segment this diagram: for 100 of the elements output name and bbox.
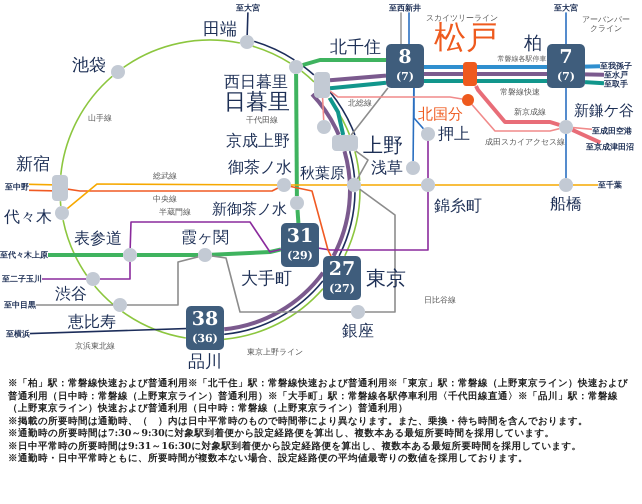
rail-line bbox=[212, 247, 282, 257]
line-name: 総武線 bbox=[153, 171, 177, 181]
line-name: 成田スカイアクセス線 bbox=[485, 137, 565, 147]
rail-line bbox=[252, 45, 290, 64]
rail-line bbox=[338, 192, 356, 256]
destination-label: 至千葉 bbox=[598, 180, 622, 190]
destination-label: 至二子玉川 bbox=[2, 274, 42, 284]
offpeak-time: (27) bbox=[328, 283, 356, 296]
rail-line bbox=[224, 280, 324, 336]
rail-line bbox=[584, 80, 604, 86]
line-name: 東京上野ライン bbox=[247, 347, 303, 357]
station-name: 北千住 bbox=[330, 38, 381, 58]
destination-label: 至大宮 bbox=[236, 4, 260, 12]
destination-label: 至大宮 bbox=[554, 4, 578, 12]
travel-time: 7 bbox=[558, 47, 574, 68]
destination-label: 至中野 bbox=[5, 182, 29, 192]
rail-line bbox=[294, 74, 299, 196]
destination-label: 至我孫子 bbox=[600, 62, 632, 70]
station-name: 新宿 bbox=[16, 155, 50, 174]
rail-line bbox=[302, 65, 314, 76]
line-name: 日比谷線 bbox=[424, 295, 456, 305]
station-name: 京成上野 bbox=[226, 132, 290, 150]
station-name: 浅草 bbox=[371, 159, 403, 177]
rail-line bbox=[224, 271, 325, 332]
line-name: 山手線 bbox=[88, 113, 112, 123]
destination-label: 至取手 bbox=[604, 80, 628, 88]
station-name: 上野 bbox=[363, 134, 403, 156]
station-name: 新御茶ノ水 bbox=[212, 200, 287, 218]
rail-line bbox=[328, 96, 346, 136]
rail-line bbox=[350, 88, 389, 136]
rail-line bbox=[36, 304, 113, 306]
station-name: 表参道 bbox=[74, 229, 122, 247]
rail-line bbox=[400, 12, 402, 44]
rail-line bbox=[408, 12, 410, 44]
note: ※「柏」駅：常磐線快速および普通利用※「北千住」駅：常磐線快速および普通利用※「東京」駅：常磐線（上野東京ライン）快速および普通利用（日中時：常磐線（上野東京ライン）普通利用）※「大手町」駅：常磐線各駅停車利用〈千代田線直通〉※「品川」駅：常磐線（上野東京ライン）快速および普通利用（日中時：常磐線（上野東京ライン）普通利用） bbox=[8, 378, 629, 416]
rail-line bbox=[424, 72, 463, 76]
rail-line bbox=[344, 188, 361, 256]
rail-line bbox=[361, 184, 421, 186]
rail-line bbox=[68, 187, 278, 192]
travel-time: 38 bbox=[190, 309, 220, 330]
rail-line bbox=[427, 141, 429, 178]
destination-label: 至中目黒 bbox=[4, 300, 36, 310]
rail-line bbox=[60, 201, 62, 206]
rail-line bbox=[565, 88, 567, 120]
station-name: 代々木 bbox=[4, 208, 52, 226]
offpeak-time: (29) bbox=[286, 250, 314, 262]
station-name: 押上 bbox=[438, 125, 470, 143]
rail-line bbox=[66, 183, 277, 210]
station-name: 大手町 bbox=[241, 270, 292, 289]
line-name: 常磐線快速 bbox=[500, 87, 540, 97]
rail-line bbox=[565, 12, 567, 44]
destination-label: 至代々木上原 bbox=[0, 250, 48, 260]
rail-line bbox=[584, 72, 604, 77]
rail-line bbox=[565, 134, 567, 178]
rail-line bbox=[412, 88, 415, 161]
rail-line bbox=[296, 210, 300, 224]
travel-time: 8 bbox=[397, 47, 413, 68]
station-name: 柏 bbox=[524, 34, 542, 54]
rail-line bbox=[246, 12, 249, 36]
rail-line bbox=[291, 184, 347, 186]
station-name: 西日暮里 bbox=[224, 73, 288, 91]
line-name: 半蔵門線 bbox=[159, 207, 191, 217]
rail-line bbox=[301, 70, 315, 82]
offpeak-time: (36) bbox=[191, 333, 219, 346]
rail-line bbox=[330, 80, 386, 90]
rail-line bbox=[330, 90, 462, 100]
rail-line bbox=[62, 220, 88, 276]
offpeak-time: (7) bbox=[556, 71, 576, 84]
rail-line bbox=[329, 91, 356, 136]
rail-line bbox=[212, 255, 351, 313]
rail-line bbox=[48, 253, 123, 257]
rail-line bbox=[424, 65, 463, 69]
line-name: スカイツリーライン bbox=[426, 13, 498, 22]
destination-label: 至京成津田沼 bbox=[586, 142, 634, 152]
rail-line bbox=[355, 150, 369, 180]
station-name: 田端 bbox=[203, 20, 237, 40]
rail-line bbox=[30, 328, 186, 334]
line-name: 京浜東北線 bbox=[75, 341, 115, 351]
rail-line bbox=[573, 184, 598, 186]
rail-line bbox=[572, 128, 602, 144]
rail-line bbox=[359, 188, 396, 313]
station-name: 北国分 bbox=[418, 106, 463, 122]
station-name: 池袋 bbox=[72, 56, 106, 76]
rail-line bbox=[424, 79, 463, 83]
rail-line bbox=[254, 40, 295, 61]
rail-line bbox=[318, 192, 429, 251]
rail-line bbox=[471, 104, 560, 132]
station-name: 恵比寿 bbox=[68, 313, 116, 331]
rail-line bbox=[330, 74, 386, 82]
rail-line bbox=[94, 285, 114, 305]
rail-line bbox=[413, 88, 424, 130]
rail-line bbox=[60, 76, 113, 175]
station-name: 錦糸町 bbox=[434, 197, 482, 215]
rail-line bbox=[42, 278, 86, 280]
rail-line bbox=[129, 221, 282, 253]
rail-line bbox=[322, 98, 324, 120]
station-name: 日暮里 bbox=[224, 90, 290, 116]
note: ※掲載の所要時間は通勤時、（ ）内は日中平常時のもので時間帯により異なります。また、乗換・待ち時間を含んでおります。 bbox=[8, 416, 589, 428]
rail-line bbox=[572, 126, 592, 130]
station-name: 秋葉原 bbox=[300, 164, 345, 182]
